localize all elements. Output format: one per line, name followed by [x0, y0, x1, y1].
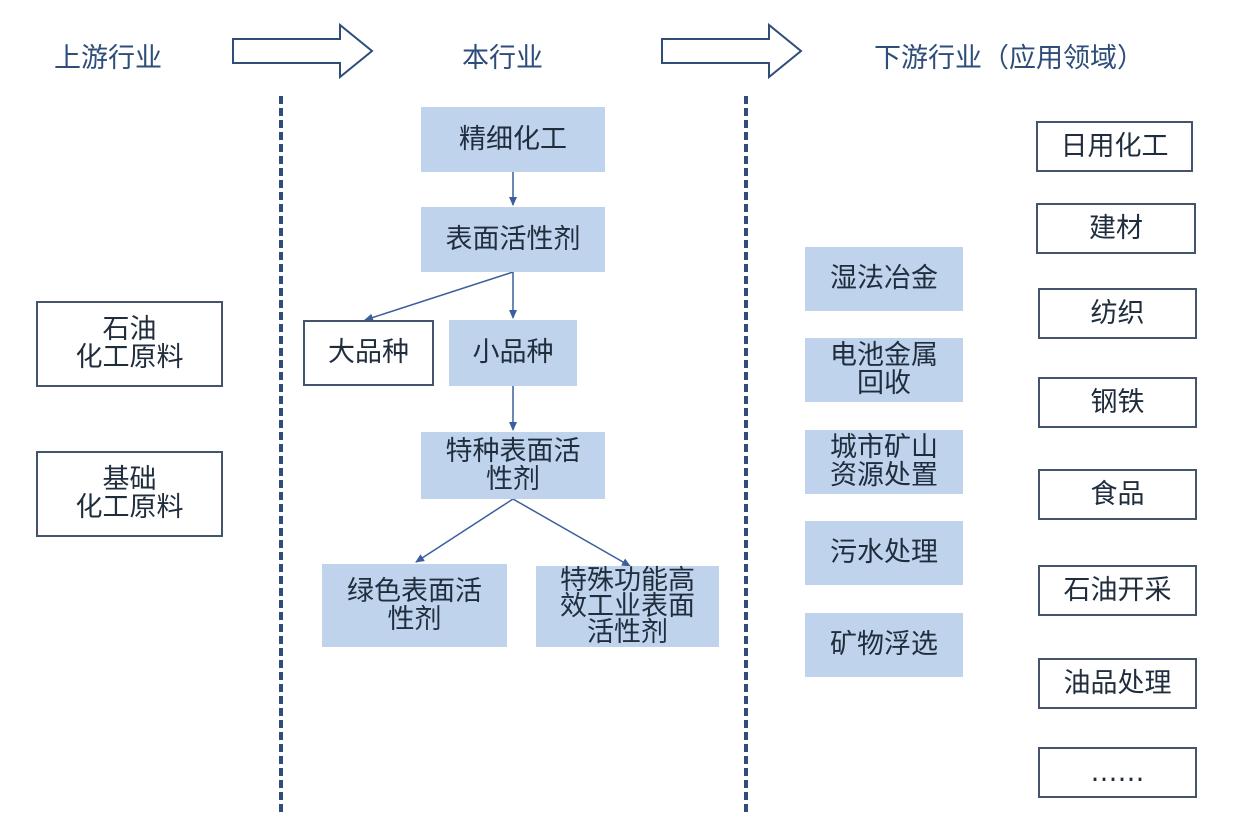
node-small-variety: 小品种 — [449, 320, 577, 386]
header-upstream: 上游行业 — [54, 43, 162, 74]
node-special-surfactant: 特种表面活 性剂 — [421, 432, 605, 499]
downstream-textile: 纺织 — [1038, 288, 1197, 339]
node-bulk-variety: 大品种 — [303, 320, 434, 386]
header-downstream: 下游行业（应用领域） — [874, 43, 1144, 74]
downstream-wastewater-treatment: 污水处理 — [805, 521, 963, 585]
arrow-special-to-green — [415, 498, 514, 563]
node-fine-chemical: 精细化工 — [421, 107, 605, 172]
downstream-daily-chemical: 日用化工 — [1036, 121, 1193, 172]
downstream-more: …… — [1038, 747, 1197, 798]
downstream-urban-mining: 城市矿山 资源处置 — [805, 430, 963, 494]
header-current: 本行业 — [462, 43, 543, 74]
flow-arrow-upstream-to-current — [232, 22, 374, 80]
upstream-item-petrochemical: 石油 化工原料 — [36, 301, 223, 387]
node-special-function-surfactant: 特殊功能高 效工业表面 活性剂 — [536, 566, 719, 647]
divider-right — [744, 96, 748, 812]
downstream-battery-metal-recycling: 电池金属 回收 — [805, 338, 963, 402]
downstream-steel: 钢铁 — [1038, 377, 1197, 428]
upstream-item-basic-chemical: 基础 化工原料 — [36, 451, 223, 537]
node-surfactant: 表面活性剂 — [421, 207, 605, 272]
divider-left — [279, 96, 283, 812]
downstream-oil-processing: 油品处理 — [1038, 658, 1197, 709]
downstream-building-materials: 建材 — [1036, 203, 1196, 254]
arrow-special-to-function — [512, 498, 631, 567]
downstream-oil-extraction: 石油开采 — [1038, 565, 1197, 616]
arrow-surfactant-to-bulk — [364, 271, 514, 322]
downstream-food: 食品 — [1038, 469, 1197, 520]
downstream-mineral-flotation: 矿物浮选 — [805, 613, 963, 677]
downstream-hydrometallurgy: 湿法冶金 — [805, 247, 963, 311]
node-green-surfactant: 绿色表面活 性剂 — [322, 564, 507, 647]
flow-arrow-current-to-downstream — [661, 22, 803, 80]
